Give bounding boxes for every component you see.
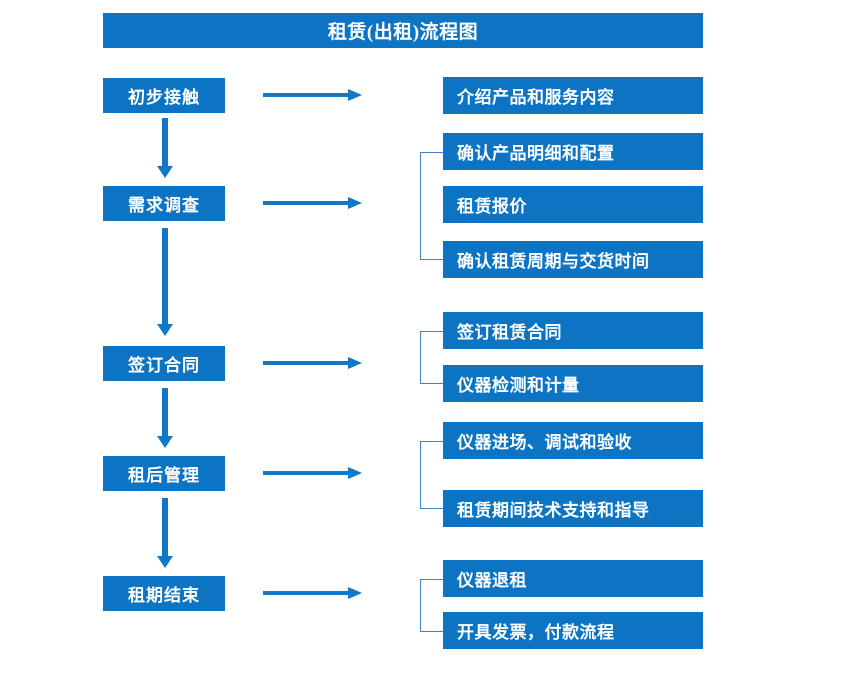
- group-bracket-requirement-survey: [420, 152, 443, 260]
- vertical-arrow-survey-to-contract: [157, 228, 173, 336]
- arrow-shaft: [162, 388, 168, 436]
- horizontal-arrow-requirement-survey: [263, 195, 362, 211]
- detail-box-introduce-products[interactable]: 介绍产品和服务内容: [443, 77, 703, 114]
- arrow-shaft: [263, 361, 349, 365]
- detail-box-confirm-product-details[interactable]: 确认产品明细和配置: [443, 133, 703, 170]
- arrow-head-down-icon: [157, 166, 173, 178]
- arrow-shaft: [263, 591, 349, 595]
- arrow-head-right-icon: [348, 467, 362, 479]
- detail-box-sign-rental-contract[interactable]: 签订租赁合同: [443, 312, 703, 349]
- horizontal-arrow-sign-contract: [263, 355, 362, 371]
- detail-box-confirm-rental-period[interactable]: 确认租赁周期与交货时间: [443, 241, 703, 278]
- diagram-title: 租赁(出租)流程图: [103, 13, 703, 48]
- detail-box-instrument-return[interactable]: 仪器退租: [443, 560, 703, 597]
- arrow-shaft: [162, 118, 168, 166]
- horizontal-arrow-rental-end: [263, 585, 362, 601]
- horizontal-arrow-post-rental-management: [263, 465, 362, 481]
- arrow-head-down-icon: [157, 324, 173, 336]
- group-bracket-post-rental-management: [420, 441, 443, 509]
- arrow-head-right-icon: [348, 197, 362, 209]
- arrow-shaft: [263, 471, 349, 475]
- arrow-shaft: [263, 201, 349, 205]
- arrow-head-right-icon: [348, 587, 362, 599]
- stage-box-post-rental-management[interactable]: 租后管理: [103, 456, 225, 491]
- horizontal-arrow-initial-contact: [263, 87, 362, 103]
- stage-box-initial-contact[interactable]: 初步接触: [103, 78, 225, 113]
- arrow-shaft: [263, 93, 349, 97]
- arrow-shaft: [162, 498, 168, 556]
- detail-box-instrument-installation[interactable]: 仪器进场、调试和验收: [443, 422, 703, 459]
- group-bracket-sign-contract: [420, 331, 443, 384]
- arrow-shaft: [162, 228, 168, 324]
- detail-box-technical-support[interactable]: 租赁期间技术支持和指导: [443, 490, 703, 527]
- detail-box-instrument-inspection[interactable]: 仪器检测和计量: [443, 365, 703, 402]
- vertical-arrow-initial-contact-to-survey: [157, 118, 173, 178]
- stage-box-rental-end[interactable]: 租期结束: [103, 576, 225, 611]
- detail-box-rental-quotation[interactable]: 租赁报价: [443, 186, 703, 223]
- arrow-head-down-icon: [157, 436, 173, 448]
- stage-box-sign-contract[interactable]: 签订合同: [103, 346, 225, 381]
- vertical-arrow-management-to-rental-end: [157, 498, 173, 568]
- arrow-head-right-icon: [348, 89, 362, 101]
- group-bracket-rental-end: [420, 579, 443, 632]
- stage-box-requirement-survey[interactable]: 需求调查: [103, 186, 225, 221]
- detail-box-invoice-payment[interactable]: 开具发票，付款流程: [443, 612, 703, 649]
- arrow-head-right-icon: [348, 357, 362, 369]
- arrow-head-down-icon: [157, 556, 173, 568]
- vertical-arrow-contract-to-management: [157, 388, 173, 448]
